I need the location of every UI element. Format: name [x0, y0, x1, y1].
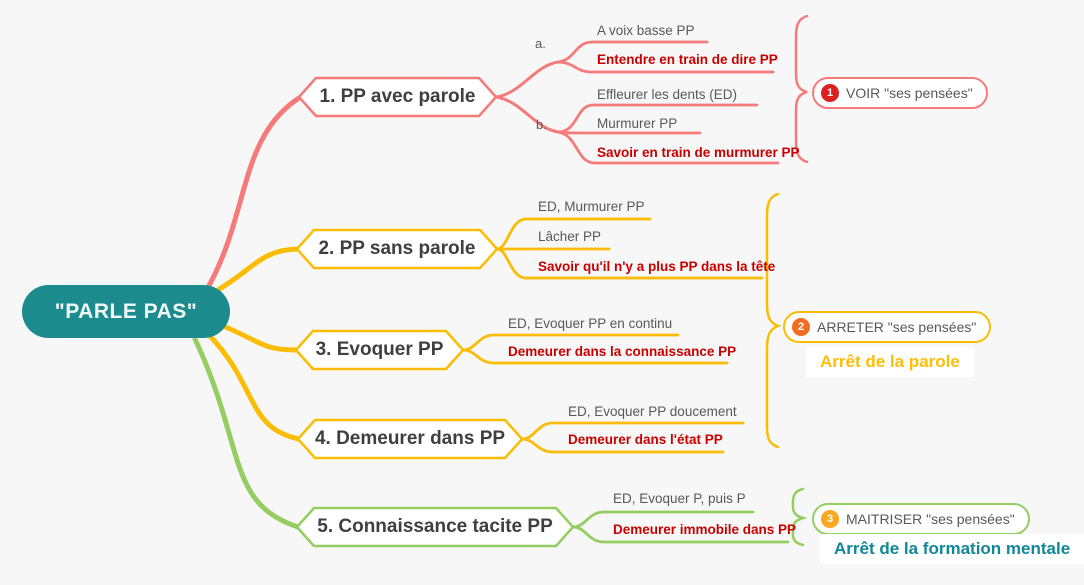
leaf-demeurer-connaissance[interactable]: Demeurer dans la connaissance PP — [508, 344, 737, 359]
link-root-branch4 — [205, 331, 302, 442]
leaf-effleurer-dents[interactable]: Effleurer les dents (ED) — [597, 87, 738, 102]
branch1-leaf-links — [494, 40, 780, 165]
brace-group3 — [791, 487, 808, 547]
branch-1-node[interactable]: 1. PP avec parole — [319, 86, 476, 107]
branch5-leaf-links — [571, 510, 790, 544]
summary-2-label: ARRETER "ses pensées" — [817, 319, 977, 335]
branch-3-node[interactable]: 3. Evoquer PP — [315, 339, 444, 360]
summary-1-label: VOIR "ses pensées" — [846, 85, 973, 101]
branch-4-node[interactable]: 4. Demeurer dans PP — [314, 428, 506, 449]
leaf-demeurer-immobile[interactable]: Demeurer immobile dans PP — [613, 522, 797, 537]
brace-group1 — [794, 14, 809, 164]
branch2-leaf-links — [495, 217, 764, 280]
leaf-ed-evoquer-doucement[interactable]: ED, Evoquer PP doucement — [568, 404, 737, 419]
caption-arret-formation-mentale[interactable]: Arrêt de la formation mentale — [820, 534, 1084, 564]
branch-5-node[interactable]: 5. Connaissance tacite PP — [317, 516, 553, 537]
summary-3-label: MAITRISER "ses pensées" — [846, 511, 1015, 527]
leaf-murmurer-pp[interactable]: Murmurer PP — [597, 116, 678, 131]
subgroup-label-b: b. — [536, 117, 547, 132]
leaf-ed-murmurer[interactable]: ED, Murmurer PP — [538, 199, 645, 214]
subgroup-label-a: a. — [535, 36, 546, 51]
branch-1-shape — [297, 76, 498, 118]
summary-2-number-badge: 2 — [792, 318, 810, 336]
branch-5-shape — [295, 506, 575, 548]
summary-1-pill[interactable]: 1 VOIR "ses pensées" — [812, 77, 988, 109]
leaf-demeurer-etat[interactable]: Demeurer dans l'état PP — [568, 432, 723, 447]
brace-group2 — [765, 192, 782, 449]
branch-4-shape — [296, 418, 524, 460]
link-root-branch2 — [210, 246, 301, 296]
leaf-ed-evoquer-p-puis-p[interactable]: ED, Evoquer P, puis P — [613, 491, 746, 506]
summary-3-number-badge: 3 — [821, 510, 839, 528]
branch3-leaf-links — [461, 333, 729, 365]
caption-arret-parole[interactable]: Arrêt de la parole — [806, 347, 974, 377]
branch-2-node[interactable]: 2. PP sans parole — [318, 238, 476, 259]
leaf-ed-evoquer-continu[interactable]: ED, Evoquer PP en continu — [508, 316, 673, 331]
link-root-branch1 — [203, 95, 302, 294]
topic-shapes — [294, 76, 575, 548]
root-node[interactable]: "PARLE PAS" — [22, 285, 230, 338]
link-root-branch5 — [192, 336, 301, 530]
leaf-entendre-dire[interactable]: Entendre en train de dire PP — [597, 52, 778, 67]
leaf-savoir-plus-pp[interactable]: Savoir qu'il n'y a plus PP dans la tête — [538, 259, 776, 274]
link-root-branch3 — [218, 322, 300, 353]
leaf-savoir-murmurer[interactable]: Savoir en train de murmurer PP — [597, 145, 800, 160]
summary-1-number-badge: 1 — [821, 84, 839, 102]
summary-2-pill[interactable]: 2 ARRETER "ses pensées" — [783, 311, 992, 343]
branch-2-shape — [295, 228, 499, 270]
main-branch-links — [192, 95, 302, 530]
summary-braces — [765, 14, 809, 547]
branch4-leaf-links — [520, 421, 745, 454]
leaf-a-voix-basse[interactable]: A voix basse PP — [597, 23, 695, 38]
branch-3-shape — [294, 329, 465, 371]
leaf-lacher-pp[interactable]: Lâcher PP — [538, 229, 602, 244]
summary-3-pill[interactable]: 3 MAITRISER "ses pensées" — [812, 503, 1030, 535]
